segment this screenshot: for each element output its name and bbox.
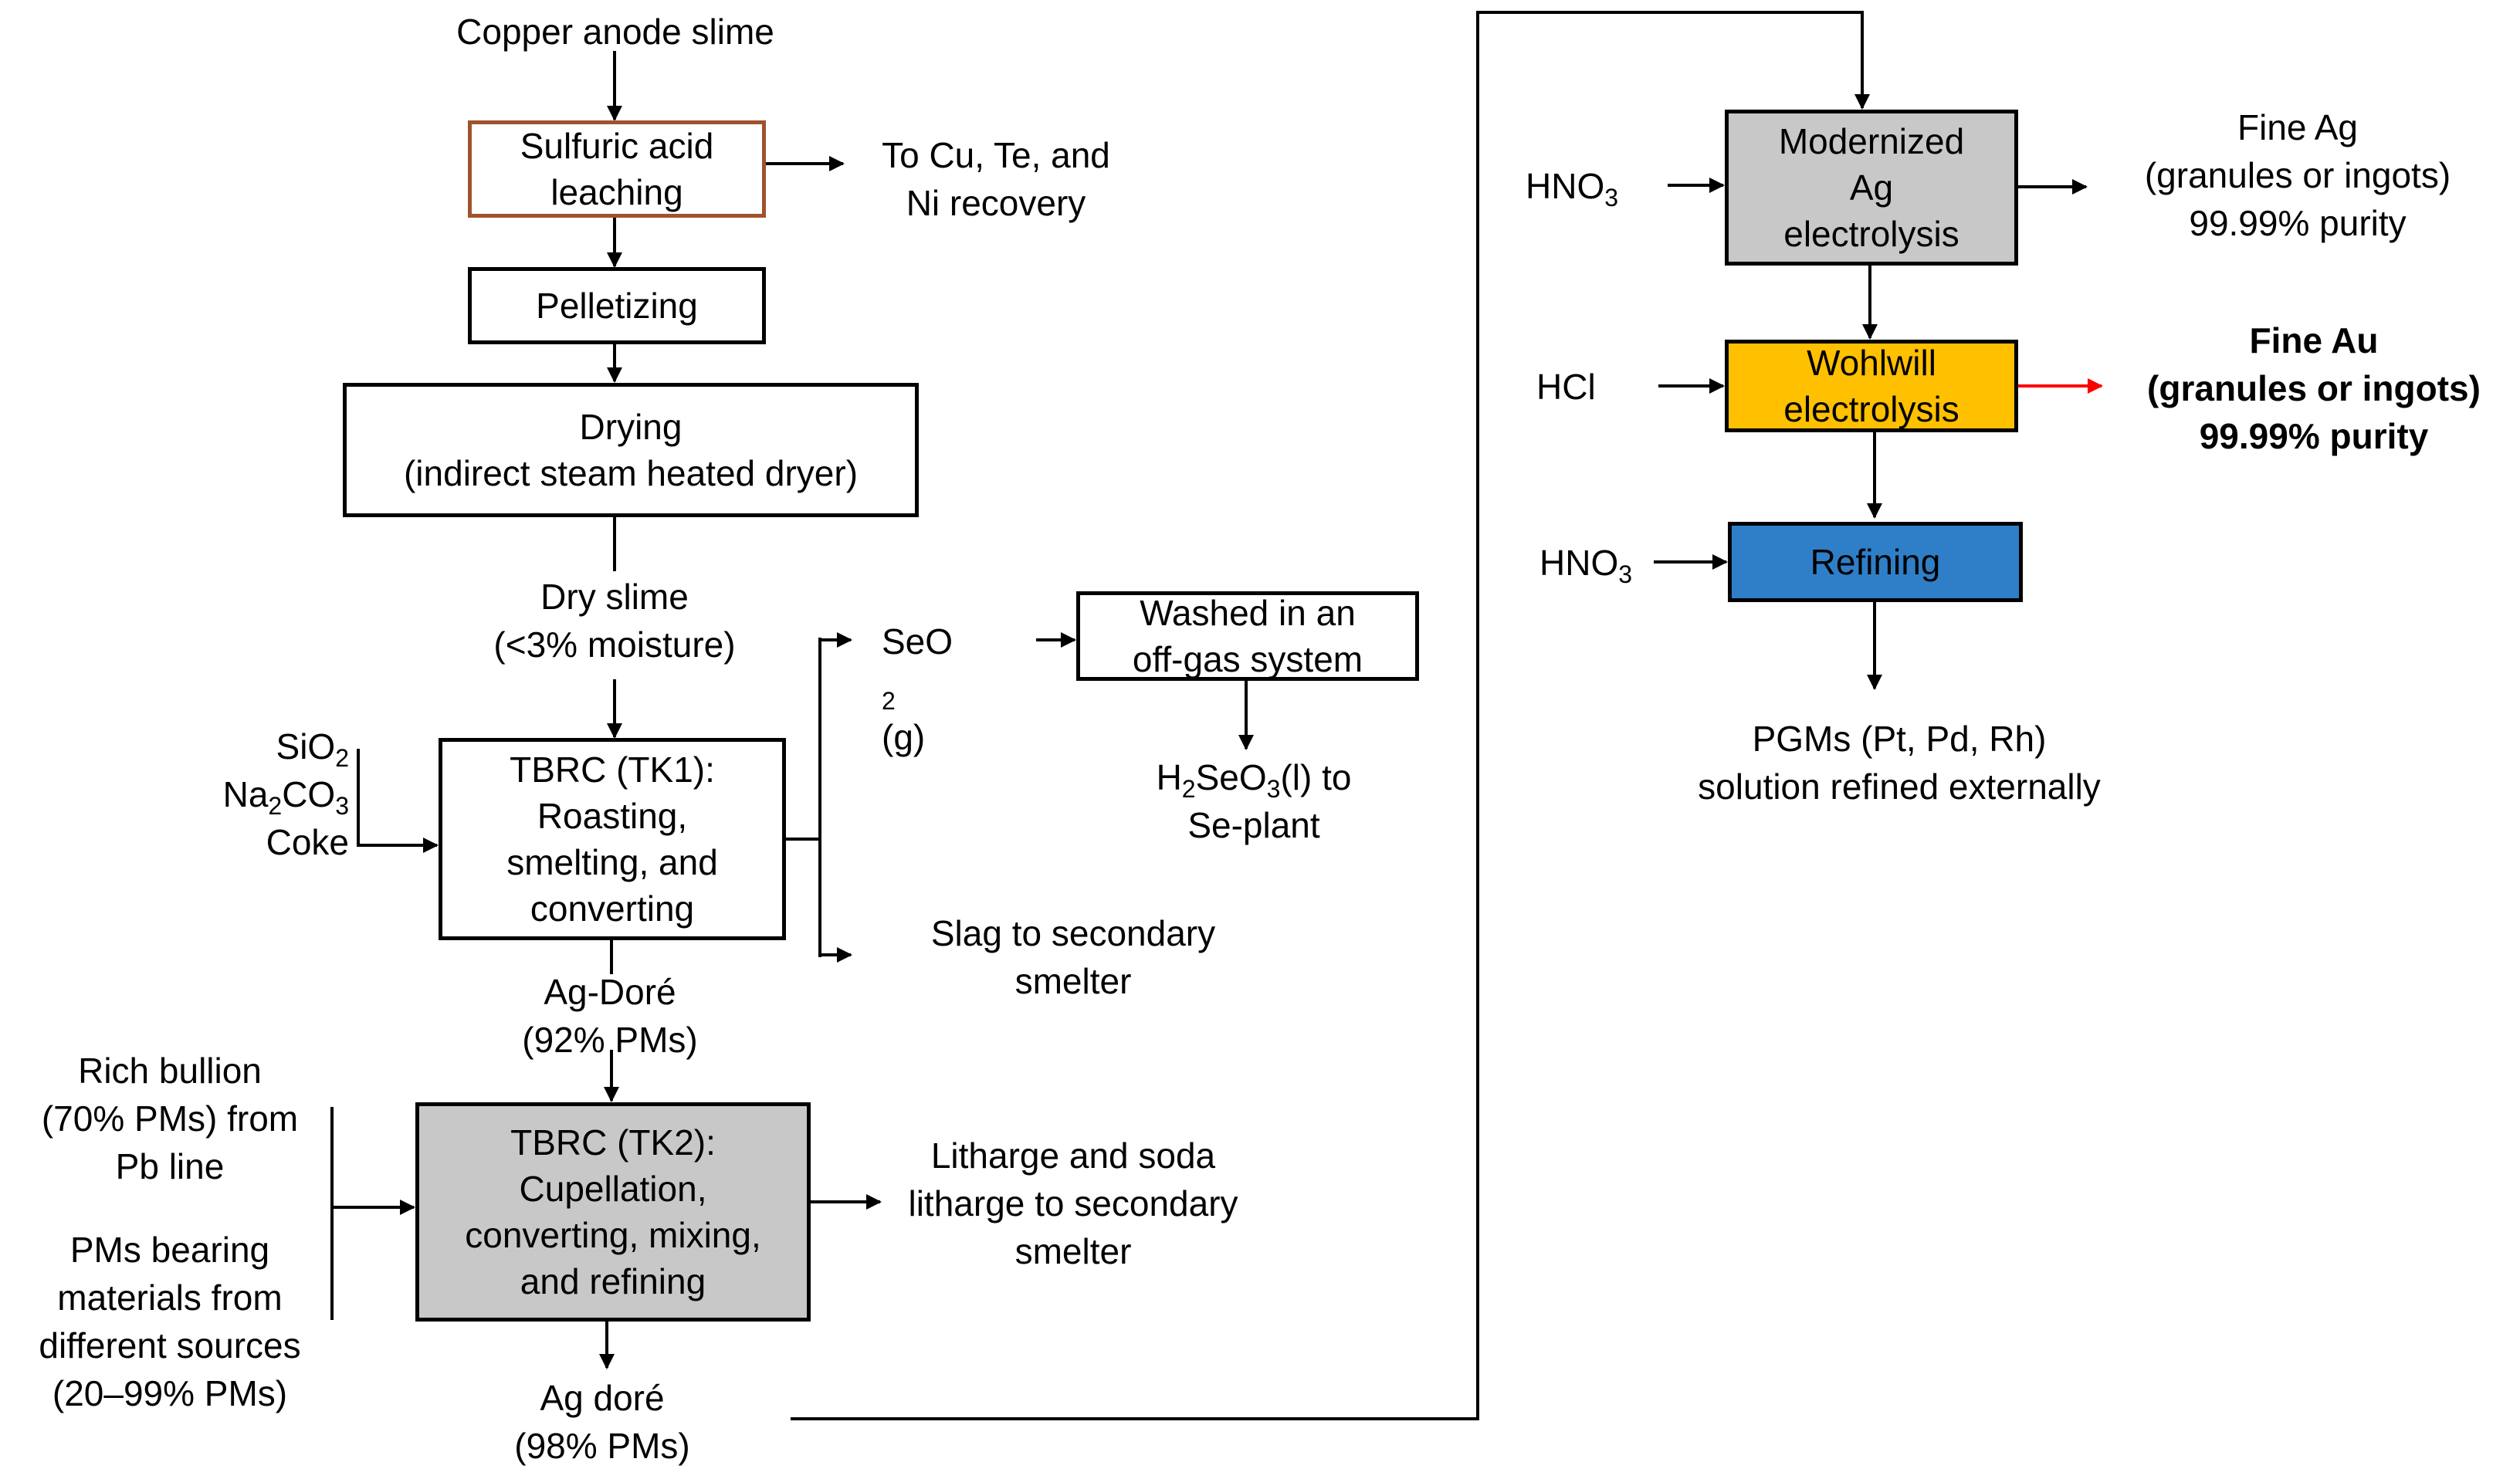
process-pelletizing: Pelletizing (468, 267, 766, 344)
label-pgms: PGMs (Pt, Pd, Rh)solution refined extern… (1698, 719, 2101, 807)
label-fine-au: Fine Au(granules or ingots)99.99% purity (2147, 320, 2481, 456)
label-hcl: HCl (1536, 367, 1596, 407)
label-flux-inputs: SiO2 Na2CO3 Coke (222, 726, 349, 862)
label-ag-dore-92: Ag-Doré(92% PMs) (522, 972, 698, 1060)
label-hno3-bottom: HNO3 (1539, 543, 1633, 588)
label-hno3-top: HNO3 (1526, 166, 1619, 212)
arrow-flux-to-tk1 (357, 749, 439, 853)
process-tbrc-tk2: TBRC (TK2):Cupellation,converting, mixin… (415, 1102, 811, 1322)
arrow-dore98-to-ag-electrolysis (791, 11, 1870, 1420)
process-drying: Drying(indirect steam heated dryer) (343, 383, 919, 517)
label-dry-slime: Dry slime(<3% moisture) (493, 577, 736, 665)
label-fine-ag: Fine Ag(granules or ingots)99.99% purity (2144, 107, 2451, 243)
source-label: Copper anode slime (456, 12, 774, 52)
process-refining: Refining (1728, 522, 2023, 602)
label-ag-dore-98: Ag doré(98% PMs) (514, 1378, 690, 1466)
label-h2seo3: H2SeO3(l) to Se-plant (1156, 757, 1352, 845)
